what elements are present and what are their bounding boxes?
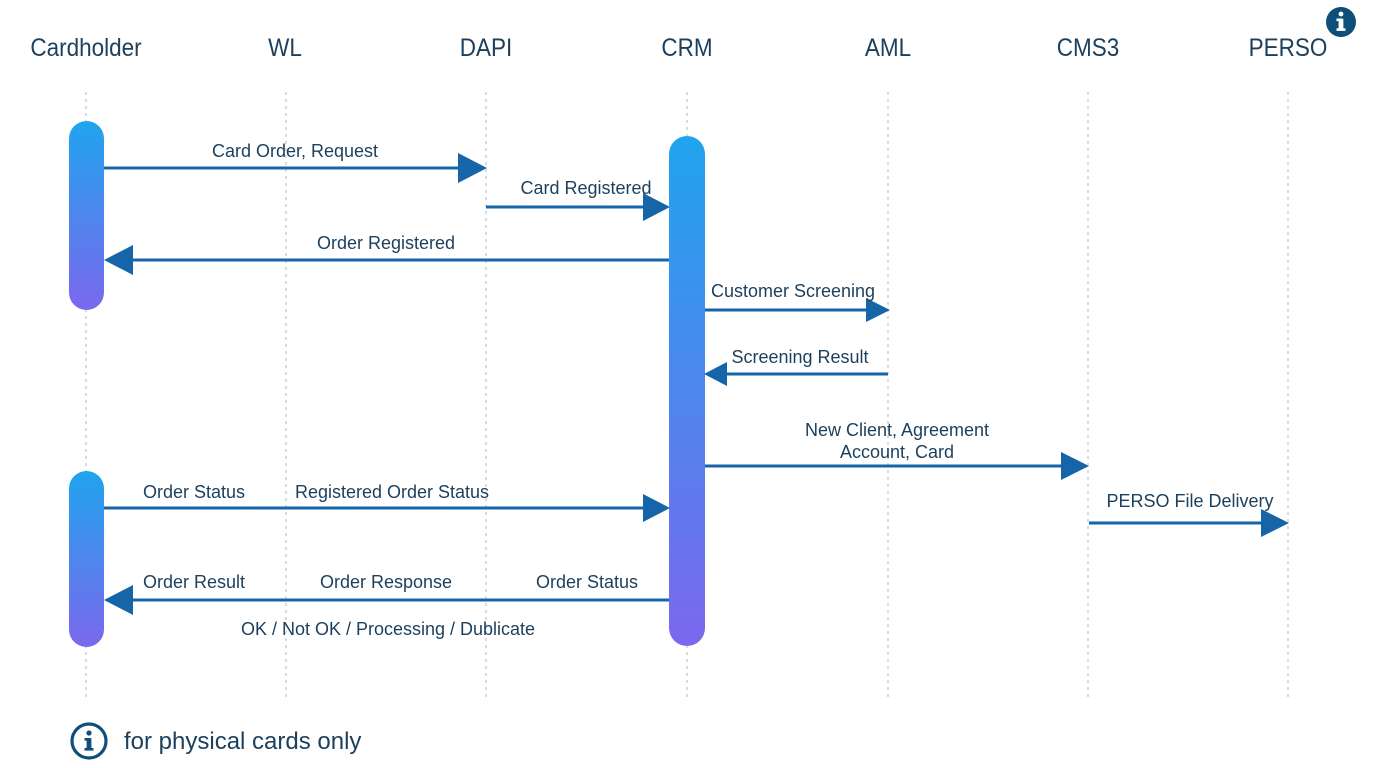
arrow-left-icon: [104, 585, 133, 615]
arrow-left-icon: [704, 362, 727, 386]
message-label-line-1: New Client, Agreement: [805, 420, 989, 440]
participant-dapi: DAPI: [460, 34, 512, 62]
message-label: Customer Screening: [711, 281, 875, 301]
message-card-registered: Card Registered: [486, 178, 670, 221]
message-label-line-2: Account, Card: [840, 442, 954, 462]
message-label: Screening Result: [731, 347, 868, 367]
participant-perso: PERSO: [1249, 34, 1328, 62]
participant-cardholder: Cardholder: [30, 34, 141, 62]
message-label: Registered Order Status: [295, 482, 489, 502]
participant-cms3: CMS3: [1057, 34, 1119, 62]
participant-headers: Cardholder WL DAPI CRM AML CMS3 PERSO: [30, 34, 1327, 62]
participant-aml: AML: [865, 34, 911, 62]
messages: Card Order, Request Card Registered Orde…: [104, 141, 1289, 639]
message-result-options: OK / Not OK / Processing / Dublicate: [241, 619, 535, 639]
message-order-registered: Order Registered: [104, 233, 669, 275]
arrow-right-icon: [643, 494, 670, 522]
activation-bars: [69, 121, 705, 647]
arrow-right-icon: [458, 153, 487, 183]
message-perso-file-delivery: PERSO File Delivery: [1089, 491, 1289, 537]
message-label: Order Status: [536, 572, 638, 592]
arrow-right-icon: [1061, 452, 1089, 480]
activation-cardholder-1: [69, 121, 104, 310]
message-card-order-request: Card Order, Request: [104, 141, 487, 183]
message-order-result: Order Result Order Response Order Status…: [104, 572, 669, 639]
message-new-client: New Client, Agreement Account, Card: [705, 420, 1089, 480]
message-label: Order Status: [143, 482, 245, 502]
legend-text: for physical cards only: [124, 728, 361, 755]
message-screening-result: Screening Result: [704, 347, 888, 386]
message-label: Order Registered: [317, 233, 455, 253]
arrow-right-icon: [866, 298, 890, 322]
participant-crm: CRM: [661, 34, 712, 62]
arrow-left-icon: [104, 245, 133, 275]
message-label: Order Response: [320, 572, 452, 592]
message-label: Card Registered: [520, 178, 651, 198]
message-order-status-request: Order Status Registered Order Status: [104, 482, 670, 522]
info-icon: [1326, 7, 1356, 37]
message-customer-screening: Customer Screening: [705, 281, 890, 322]
activation-crm: [669, 136, 705, 646]
info-icon: [70, 722, 108, 760]
message-label: Order Result: [143, 572, 245, 592]
message-label: PERSO File Delivery: [1106, 491, 1273, 511]
arrow-right-icon: [643, 193, 670, 221]
message-label: Card Order, Request: [212, 141, 378, 161]
legend: for physical cards only: [70, 722, 361, 760]
participant-wl: WL: [268, 34, 302, 62]
arrow-right-icon: [1261, 509, 1289, 537]
activation-cardholder-2: [69, 471, 104, 647]
